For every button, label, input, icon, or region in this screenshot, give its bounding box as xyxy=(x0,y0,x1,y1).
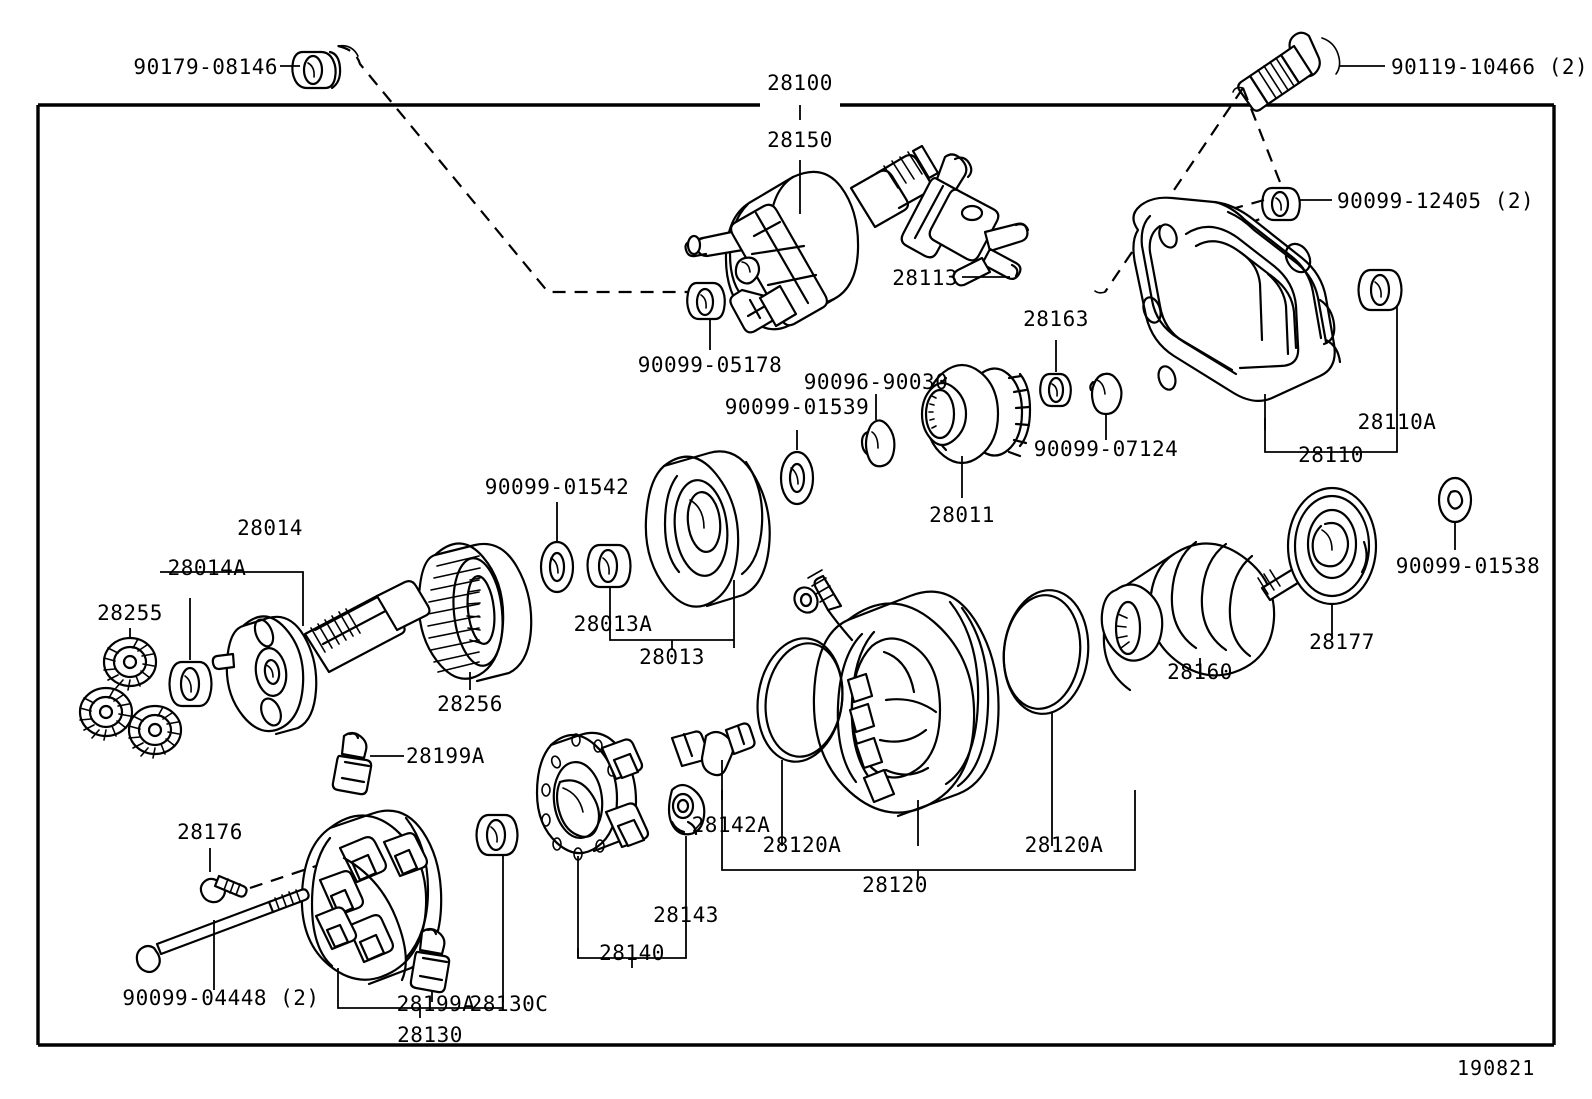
part-90099-01538 xyxy=(1437,476,1473,550)
label-28177: 28177 xyxy=(1309,630,1375,654)
label-90119-10466: 90119-10466 (2) xyxy=(1391,55,1589,79)
label-90099-01538: 90099-01538 xyxy=(1395,554,1541,578)
label-28120A-left: 28120A xyxy=(762,833,842,857)
part-28013-housing xyxy=(644,450,771,648)
label-28113: 28113 xyxy=(892,266,958,290)
part-28120A-left xyxy=(756,637,844,846)
part-90119-10466 xyxy=(1237,31,1385,112)
label-28110: 28110 xyxy=(1298,443,1364,467)
part-90099-12405 xyxy=(1261,186,1332,222)
label-28013: 28013 xyxy=(639,645,705,669)
bracket-28120 xyxy=(721,790,1136,880)
part-28120A-right xyxy=(1002,589,1090,846)
part-90099-07124 xyxy=(1089,372,1123,440)
label-28013A: 28013A xyxy=(573,612,653,636)
part-90179-08146 xyxy=(280,50,342,90)
label-90099-01542: 90099-01542 xyxy=(484,475,630,499)
label-28140: 28140 xyxy=(599,941,665,965)
label-28130C: 28130C xyxy=(469,992,549,1016)
part-28256-internal-gear xyxy=(417,542,533,690)
part-90099-01539 xyxy=(779,430,815,506)
part-28110-drive-housing xyxy=(1132,196,1342,430)
part-28014-carrier xyxy=(160,571,431,736)
part-28199A-bottom xyxy=(409,927,451,1002)
part-28177-plate xyxy=(1286,486,1378,636)
label-90099-01539: 90099-01539 xyxy=(724,395,870,419)
part-28110A xyxy=(1357,268,1403,312)
label-90096-90030: 90096-90030 xyxy=(803,370,949,394)
part-28142A xyxy=(670,722,756,800)
part-28140-end-frame xyxy=(535,731,650,958)
label-90099-07124: 90099-07124 xyxy=(1033,437,1179,461)
label-28255: 28255 xyxy=(97,601,163,625)
label-28199A-bot: 28199A xyxy=(396,992,476,1016)
label-90099-05178: 90099-05178 xyxy=(637,353,783,377)
label-28110A: 28110A xyxy=(1357,410,1437,434)
label-90179-08146: 90179-08146 xyxy=(133,55,278,79)
label-28014A: 28014A xyxy=(167,556,247,580)
sheet-code: 190821 xyxy=(1457,1056,1536,1080)
part-28014A xyxy=(168,598,213,708)
label-28014: 28014 xyxy=(237,516,303,540)
part-90099-04448 xyxy=(135,888,310,990)
label-90099-04448: 90099-04448 (2) xyxy=(122,986,320,1010)
label-28100: 28100 xyxy=(767,71,833,95)
part-90099-01542 xyxy=(539,502,575,594)
label-90099-12405: 90099-12405 (2) xyxy=(1337,189,1535,213)
label-28142A: 28142A xyxy=(691,813,771,837)
part-90099-05178 xyxy=(686,281,726,350)
part-28150-magnetic-switch xyxy=(684,144,940,334)
label-28120: 28120 xyxy=(862,873,928,897)
part-90096-90030 xyxy=(860,394,896,468)
label-28256: 28256 xyxy=(437,692,503,716)
bracket-28110 xyxy=(1264,300,1398,462)
part-28130C xyxy=(475,813,519,1002)
part-28113-lever xyxy=(900,153,1030,287)
part-28163 xyxy=(1039,340,1072,408)
label-28120A-right: 28120A xyxy=(1024,833,1104,857)
part-28130-brush-holder xyxy=(300,809,443,1002)
part-28011-starter-clutch xyxy=(920,363,1032,498)
label-28130: 28130 xyxy=(397,1023,463,1047)
label-28150: 28150 xyxy=(767,128,833,152)
label-28011: 28011 xyxy=(929,503,995,527)
part-28255-planetary-gears xyxy=(78,628,183,759)
part-28120-yoke xyxy=(793,569,1000,846)
label-28176: 28176 xyxy=(177,820,243,844)
part-28176 xyxy=(199,848,248,904)
part-28199A-top xyxy=(331,731,404,796)
group-frame-28100 xyxy=(36,103,1556,1047)
part-28143 xyxy=(667,783,706,908)
label-28143: 28143 xyxy=(653,903,719,927)
label-28199A-top: 28199A xyxy=(406,744,485,768)
label-28160: 28160 xyxy=(1167,660,1233,684)
part-28013A xyxy=(586,543,632,612)
label-28163: 28163 xyxy=(1023,307,1089,331)
